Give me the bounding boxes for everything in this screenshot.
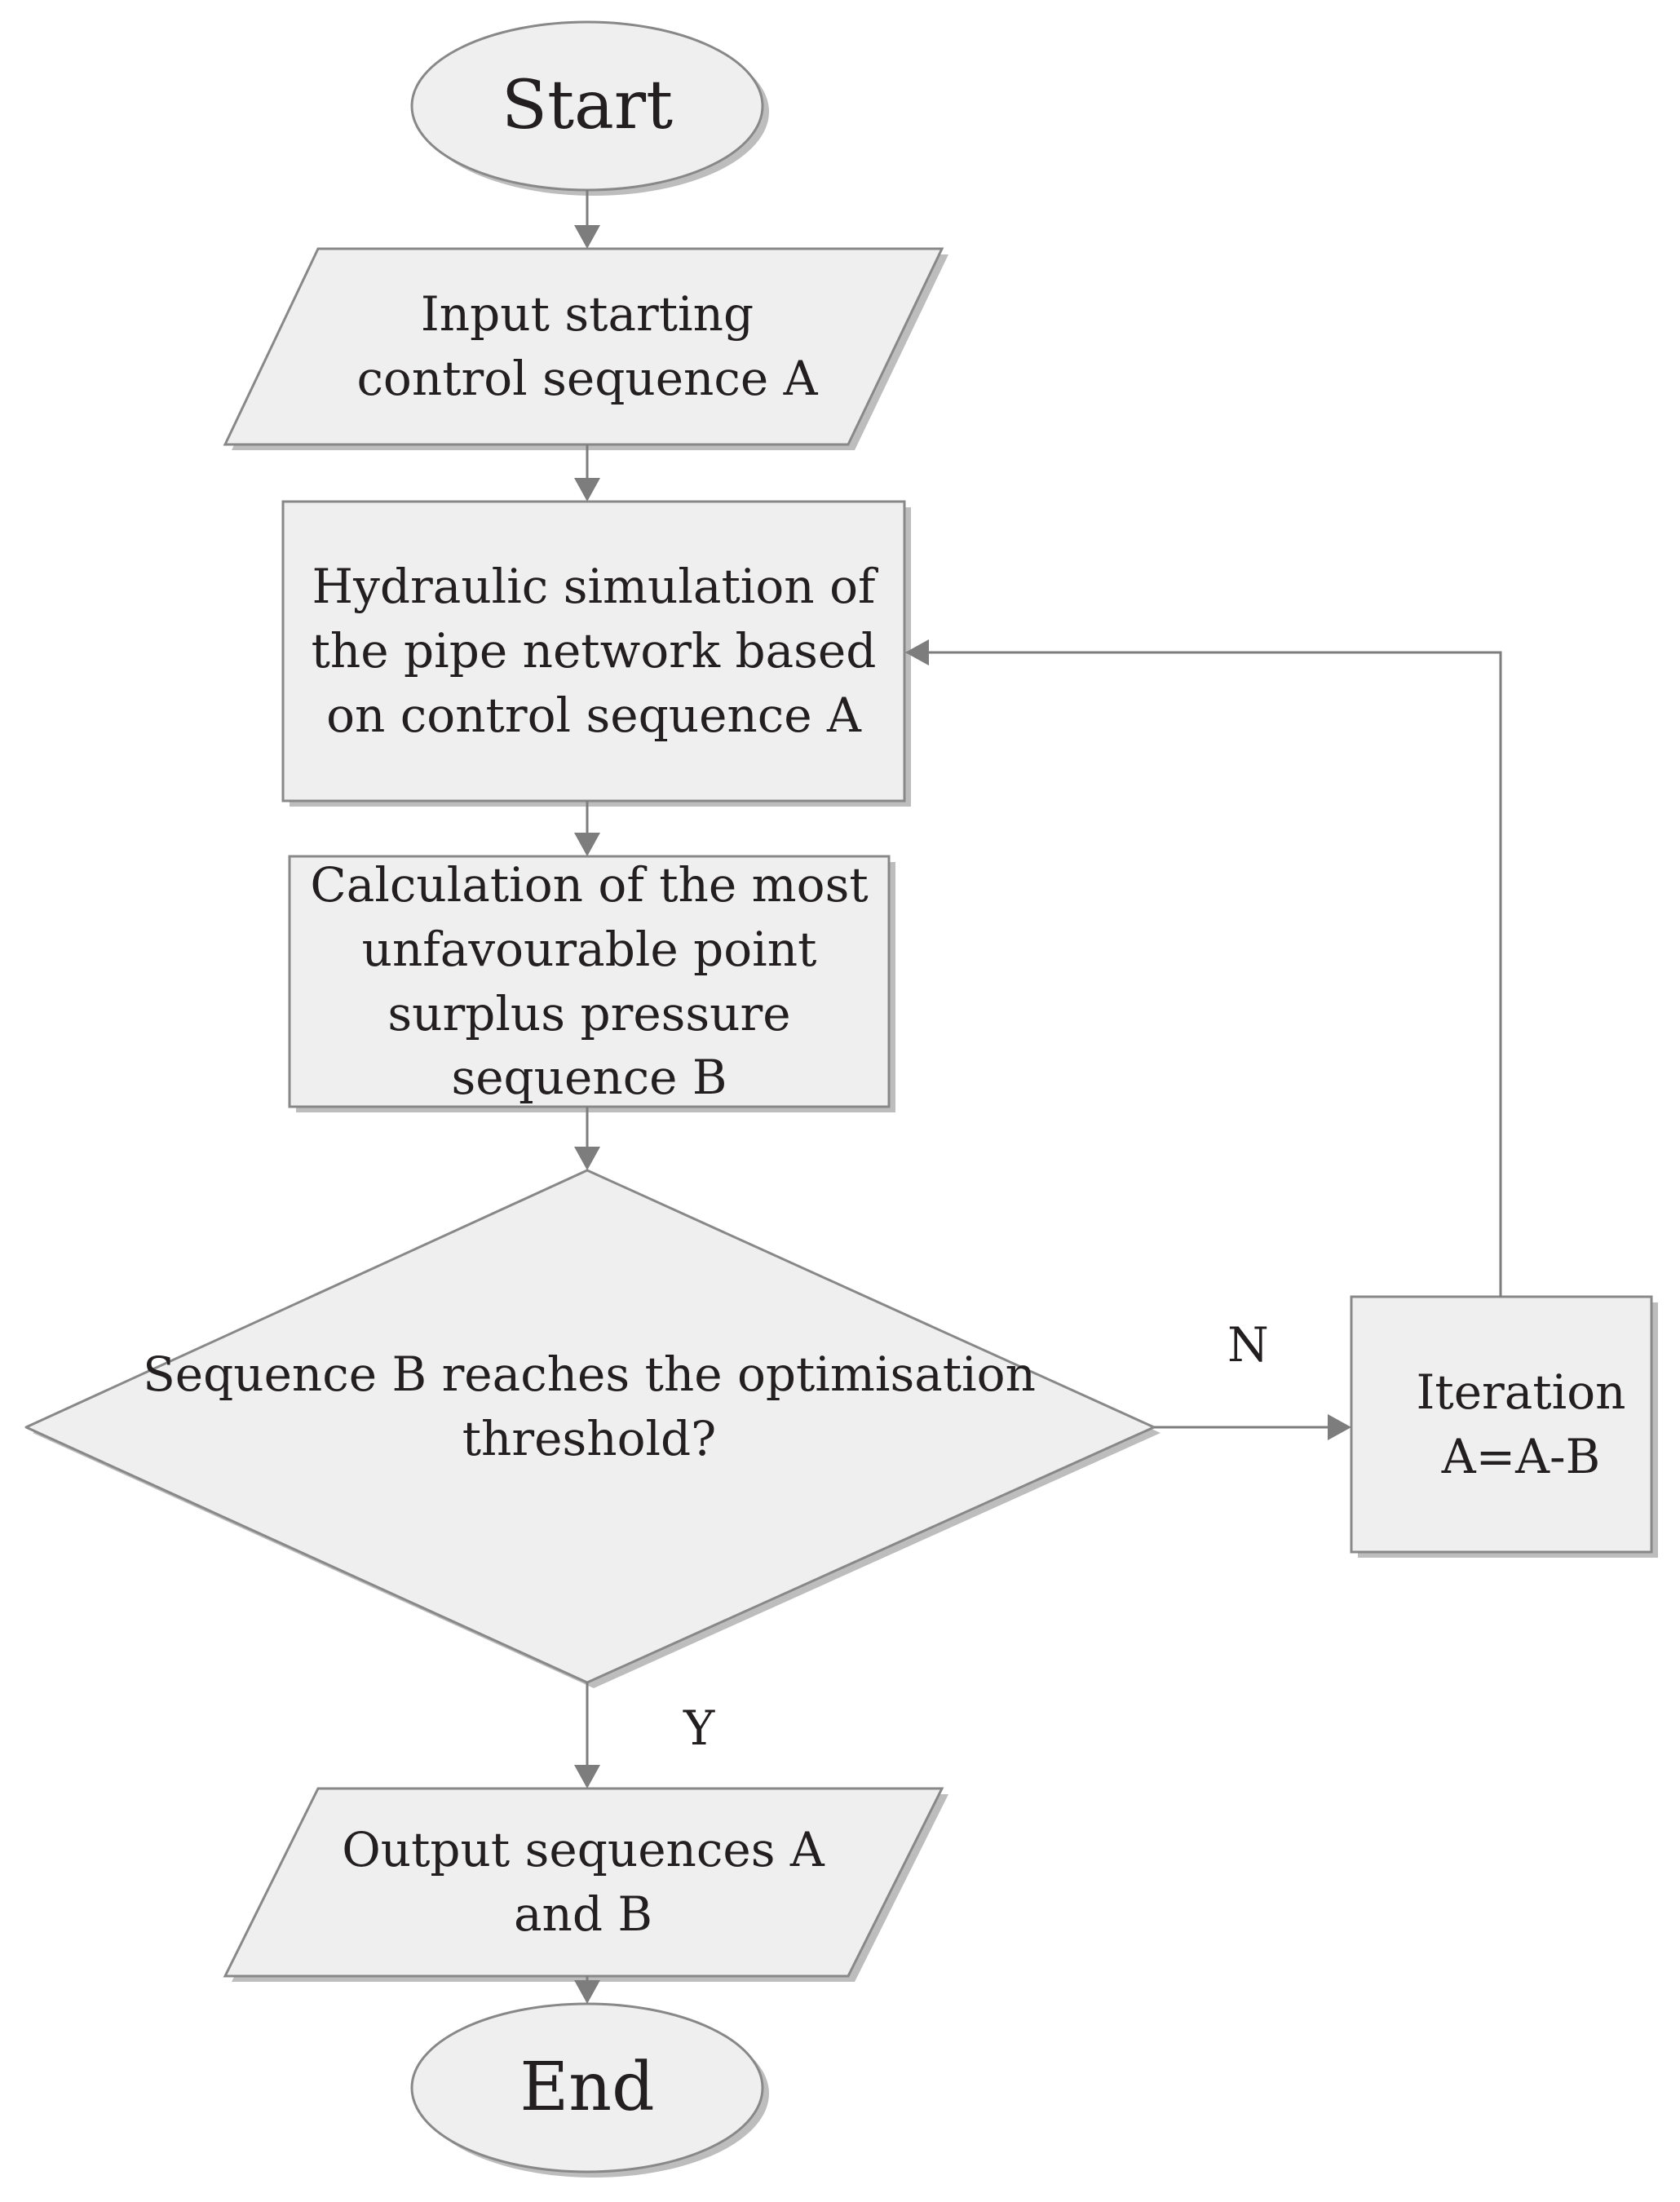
simulation-label: Hydraulic simulation of the pipe network…: [311, 559, 877, 743]
arrowhead-decision: [574, 1147, 600, 1170]
yes-branch-label: Y: [683, 1700, 715, 1756]
arrowhead-loop-back: [905, 639, 929, 665]
start-terminal: [410, 20, 769, 196]
iteration-box: [1350, 1295, 1658, 1558]
end-label: End: [519, 2049, 655, 2127]
iteration-label: Iteration A=A-B: [1416, 1364, 1626, 1484]
arrowhead-output: [574, 1765, 600, 1789]
output-label: Output sequences A and B: [342, 1822, 825, 1942]
arrowhead-calculation: [574, 833, 600, 856]
calculation-label: Calculation of the most unfavourable poi…: [310, 856, 869, 1106]
no-branch-label: N: [1227, 1317, 1269, 1373]
arrow-iteration-loop-back: [926, 651, 1502, 1297]
arrowhead-iteration: [1328, 1414, 1351, 1440]
decision-label: Sequence B reaches the optimisation thre…: [143, 1346, 1036, 1466]
output-parallelogram: [223, 1787, 948, 1982]
input-parallelogram: [223, 247, 948, 450]
input-label: Input starting control sequence A: [356, 286, 818, 406]
arrowhead-input: [574, 225, 600, 249]
arrowhead-end: [574, 1980, 600, 2004]
calculation-process-box: [288, 855, 895, 1112]
simulation-process-box: [281, 500, 911, 807]
start-label: Start: [501, 67, 674, 145]
end-terminal: [410, 2002, 769, 2178]
arrowhead-simulation: [574, 478, 600, 502]
